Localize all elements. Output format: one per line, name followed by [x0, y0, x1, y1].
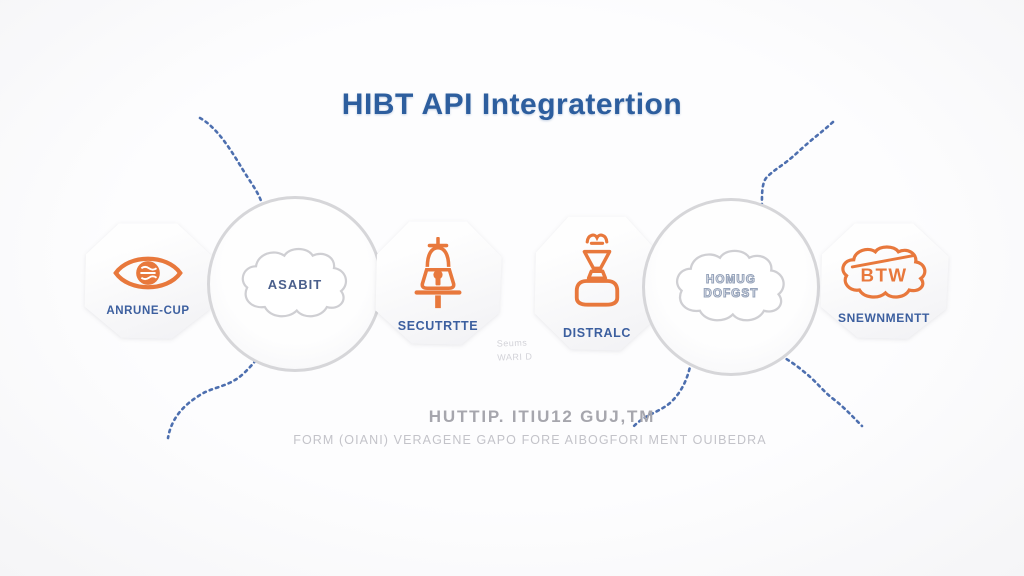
node-distralc: DISTRALC — [532, 214, 662, 352]
btw-badge-text: BTW — [861, 264, 908, 285]
node-label-secutrtte: SECUTRTTE — [397, 318, 479, 333]
cloud-label-line2: DOFGST — [703, 287, 759, 300]
connector-bottom-center — [630, 360, 693, 430]
node-anrune-cup: ANRUNE-CUP — [82, 221, 214, 340]
cloud-icon — [675, 249, 785, 322]
ghost-note: Seums WARI D — [497, 335, 533, 364]
ghost-note-line2: WARI D — [497, 351, 533, 363]
node-label-anrune-cup: ANRUNE-CUP — [106, 304, 190, 317]
eye-icon — [113, 256, 183, 289]
footer-caption-secondary: FORM (OIANI) VERAGENE GAPO FORE AIBOGFOR… — [293, 433, 767, 447]
node-label-homug-dofgst: HOMUG DOFGST — [703, 273, 758, 301]
footer-caption-primary: HUTTIP. ITIU12 GUJ,TM — [428, 407, 656, 426]
node-asabit: ASABIT — [207, 196, 383, 372]
cloud-icon — [241, 247, 348, 318]
funnel-flask-icon — [574, 233, 620, 307]
cloud-btw-icon: BTW — [841, 244, 927, 299]
node-label-snewment: SNEWNMENTT — [838, 310, 930, 325]
node-snewment: BTW SNEWNMENTT — [818, 221, 950, 340]
node-label-asabit: ASABIT — [267, 276, 323, 292]
node-homug-dofgst: HOMUG DOFGST — [642, 198, 820, 376]
cloud-label-line1: HOMUG — [705, 273, 757, 286]
node-secutrtte: SECUTRTTE — [373, 219, 503, 346]
ghost-note-line1: Seums — [496, 337, 528, 349]
diagram-title: HIBT API Integratertion — [341, 88, 683, 121]
bell-lock-icon — [414, 236, 462, 308]
node-label-distralc: DISTRALC — [563, 326, 631, 340]
